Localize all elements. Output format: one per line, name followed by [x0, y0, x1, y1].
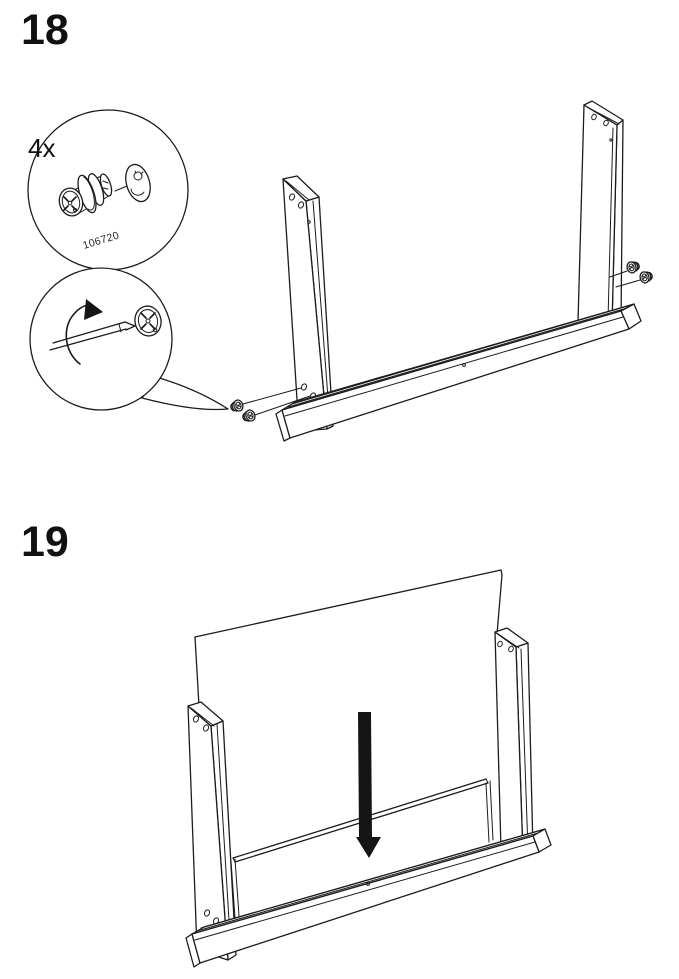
dowel-hole — [288, 193, 296, 201]
rotation-arc — [65, 304, 89, 365]
cam-face-rim — [61, 190, 81, 214]
cam-center — [145, 318, 151, 324]
panel-top-face — [187, 701, 224, 727]
action-callout-bubble — [29, 267, 229, 411]
back-panel-right-edge — [496, 569, 503, 635]
panel-edge-line — [520, 648, 529, 851]
cam-face-rim — [137, 309, 159, 333]
side-panel-right — [494, 627, 534, 857]
rotation-arrowhead — [84, 299, 103, 320]
groove-right — [485, 780, 494, 843]
leader-line — [615, 279, 641, 288]
panel-edge-line — [216, 723, 232, 954]
rail-groove-line — [287, 307, 628, 408]
panel-edge-line — [312, 200, 331, 425]
cam-lock-head-icon — [134, 305, 162, 337]
assembly-drawing-step-19 — [185, 569, 552, 968]
back-panel-top-edge — [194, 569, 502, 638]
dowel-hole — [508, 645, 514, 653]
dowel-hole — [497, 640, 503, 648]
step-18-section: 18 — [21, 6, 655, 442]
cam-lock-fastener — [228, 398, 246, 414]
leader-line — [242, 387, 302, 405]
phillips-slots — [140, 312, 156, 330]
push-down-arrow-icon — [356, 712, 381, 858]
screwdriver-shaft — [52, 321, 126, 344]
quantity-label: 4x — [28, 133, 55, 163]
rail-front-face — [191, 835, 540, 964]
rail-front-face — [281, 310, 630, 439]
step-number-18: 18 — [21, 6, 69, 54]
rail-edge-line — [284, 316, 624, 417]
side-panel-left — [187, 701, 237, 961]
cam-lock-hole — [203, 909, 211, 917]
parts-callout-bubble: 4x 106720 — [27, 109, 189, 271]
groove-line — [489, 780, 494, 841]
cam-lock-fastener — [240, 408, 258, 424]
cam-lock-hole — [300, 383, 308, 391]
bottom-rail — [185, 828, 552, 968]
cam-center — [67, 200, 73, 206]
cam-lock-fasteners — [228, 259, 655, 424]
groove-line — [485, 782, 490, 843]
cam-notch — [102, 180, 109, 190]
screwdriver-ferrule — [118, 323, 122, 333]
edge-tick — [485, 778, 489, 784]
step-number-19: 19 — [21, 518, 69, 566]
dowel-hole — [297, 201, 305, 209]
hole-cutaway — [125, 163, 151, 203]
part-number-label: 106720 — [81, 229, 120, 251]
panel-top-face — [282, 175, 320, 202]
panel-top-face — [583, 100, 624, 126]
phillips-slots — [63, 196, 77, 211]
cam-groove — [83, 176, 95, 211]
panel-top-face — [494, 627, 529, 648]
dowel-hole — [202, 724, 210, 732]
cam-lock-icon — [58, 173, 113, 217]
turn-clockwise-icon — [65, 299, 103, 365]
cam-lock-fastener — [638, 269, 655, 285]
rail-groove-line — [200, 829, 543, 929]
bottom-rail — [275, 303, 642, 442]
screwdriver-icon — [49, 321, 136, 351]
back-panel-left-edge — [194, 636, 200, 707]
cam-lock-fastener — [625, 259, 642, 275]
callout-tail — [141, 376, 229, 411]
rail-hole — [366, 882, 370, 886]
panel-hole-detail — [125, 163, 151, 203]
panel-edge-line — [586, 106, 620, 125]
step-19-section: 19 — [21, 518, 552, 968]
hole-detail-line — [134, 170, 144, 175]
dowel-hole — [591, 113, 597, 121]
rail-groove-line — [291, 304, 632, 405]
rail-edge-line — [194, 841, 536, 941]
rail-hole — [462, 363, 466, 367]
rail-groove-line — [196, 832, 539, 932]
cam-seat-hole — [133, 171, 143, 181]
side-panel-left — [282, 175, 334, 432]
leader-line — [114, 185, 128, 192]
screwdriver-tip — [124, 321, 136, 331]
callout-circle — [29, 267, 173, 411]
leader-line — [609, 270, 628, 278]
panel-edge-line — [285, 180, 310, 201]
dowel-hole — [603, 119, 609, 127]
panel-edge-line — [497, 633, 520, 649]
hole-detail-arc — [130, 188, 145, 196]
back-panel — [194, 569, 503, 863]
dowel-hole — [192, 715, 200, 723]
panel-edge-line — [190, 707, 215, 727]
pilot-hole — [307, 220, 311, 224]
panel-edge-line — [607, 127, 614, 321]
cam-offset-hole — [152, 327, 158, 333]
leader-line — [254, 395, 311, 416]
cam-offset-hole — [72, 207, 78, 213]
assembly-drawing-step-18 — [228, 100, 655, 442]
screwdriver-shaft — [49, 328, 127, 351]
side-panel-right — [577, 100, 624, 326]
pilot-hole — [609, 138, 613, 142]
